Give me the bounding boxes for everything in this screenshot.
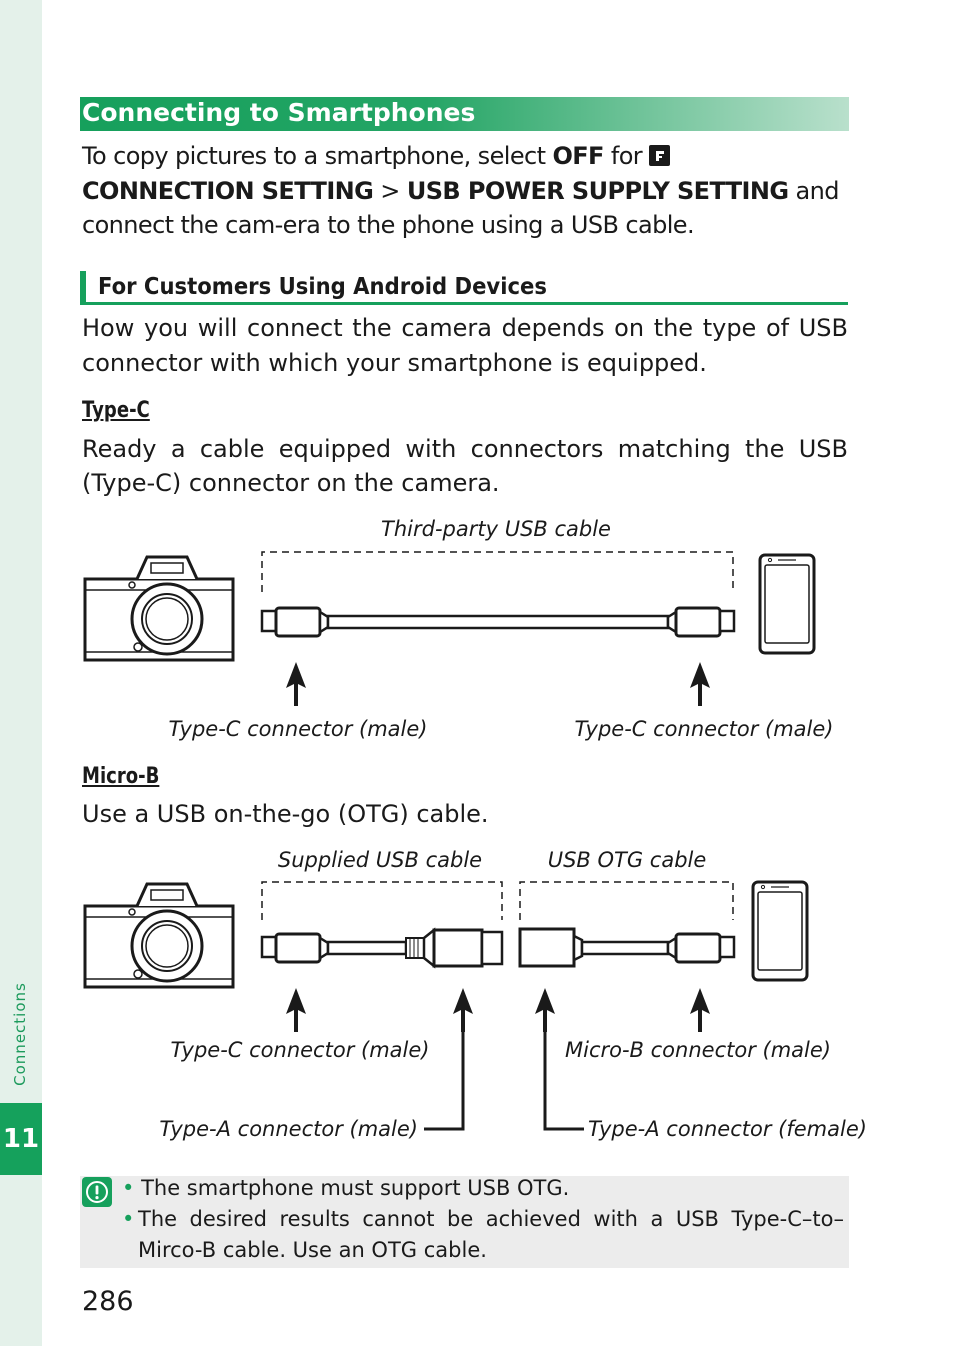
type-c-right-label: Type-C connector (male) (575, 717, 834, 741)
menu-usb-power-supply-setting: USB POWER SUPPLY SETTING (406, 176, 789, 205)
bullet-icon: • (122, 1207, 135, 1231)
android-paragraph-line-1: How you will connect the camera depends … (82, 314, 848, 342)
micro-b-paragraph: Use a USB on-the-go (OTG) cable. (82, 800, 489, 828)
bullet-icon: • (122, 1176, 142, 1200)
intro-text: To copy pictures to a smartphone, select (82, 142, 553, 170)
micro-b-heading: Micro-B (82, 764, 160, 789)
micro-b-type-c-label: Type-C connector (male) (171, 1038, 430, 1062)
leader-line (543, 1030, 584, 1131)
type-c-plug-icon (260, 932, 330, 964)
arrow-up-icon (453, 988, 473, 1032)
type-c-plug-icon (666, 606, 736, 638)
note-box (80, 1176, 849, 1268)
micro-b-plug-icon (666, 932, 736, 964)
subsection-title: For Customers Using Android Devices (98, 274, 547, 300)
smartphone-icon (751, 880, 809, 982)
type-c-paragraph-line-1: Ready a cable equipped with connectors m… (82, 435, 848, 463)
type-c-paragraph-line-2: (Type-C) connector on the camera. (82, 469, 500, 497)
note-bullet-1: • The smartphone must support USB OTG. (122, 1173, 569, 1204)
subsection-heading-bar (80, 271, 848, 305)
android-paragraph-line-2: connector with which your smartphone is … (82, 349, 707, 377)
type-a-male-label: Type-A connector (male) (159, 1117, 418, 1141)
setting-icon (649, 145, 671, 166)
menu-option-off: OFF (552, 142, 604, 170)
menu-connection-setting: CONNECTION SETTING (82, 176, 374, 205)
type-a-socket-icon (518, 927, 584, 968)
otg-cable-bracket (519, 881, 734, 920)
note-bullet-2-line-2: Mirco-B cable. Use an OTG cable. (138, 1238, 487, 1262)
page-number: 286 (82, 1286, 134, 1317)
type-a-plug-icon (405, 927, 504, 969)
cable-bracket (261, 551, 734, 592)
type-c-plug-icon (260, 606, 330, 638)
note-text: The smartphone must support USB OTG. (141, 1176, 570, 1200)
camera-icon (83, 555, 235, 662)
supplied-cable-bracket (261, 881, 503, 920)
otg-cable-icon (580, 940, 670, 956)
section-title: Connecting to Smartphones (82, 98, 476, 127)
type-a-female-label: Type-A connector (female) (588, 1117, 867, 1141)
type-c-left-label: Type-C connector (male) (169, 717, 428, 741)
intro-paragraph: To copy pictures to a smartphone, select… (82, 139, 848, 243)
micro-b-connector-label: Micro-B connector (male) (565, 1038, 831, 1062)
arrow-up-icon (535, 988, 555, 1032)
caution-icon (82, 1177, 112, 1207)
usb-cable-icon (326, 614, 670, 630)
arrow-up-icon (286, 988, 306, 1032)
third-party-cable-label: Third-party USB cable (381, 517, 611, 541)
arrow-up-icon (286, 662, 306, 706)
intro-separator: > (373, 176, 407, 205)
arrow-up-icon (690, 988, 710, 1032)
leader-line (424, 1030, 465, 1131)
intro-text: and connect the cam-era to the phone usi… (82, 176, 839, 240)
supplied-cable-label: Supplied USB cable (278, 848, 482, 872)
camera-icon (83, 882, 235, 989)
type-c-heading: Type-C (82, 398, 150, 423)
section-heading-bar (80, 97, 849, 131)
arrow-up-icon (690, 662, 710, 706)
note-bullet-2-line-1: The desired results cannot be achieved w… (138, 1207, 844, 1231)
intro-text: for (603, 142, 650, 170)
chapter-number-badge: 11 (0, 1103, 42, 1175)
usb-cable-icon (326, 940, 408, 956)
otg-cable-label: USB OTG cable (548, 848, 707, 872)
smartphone-icon (758, 553, 816, 655)
note-bullet-2-bullet: • (122, 1204, 134, 1235)
